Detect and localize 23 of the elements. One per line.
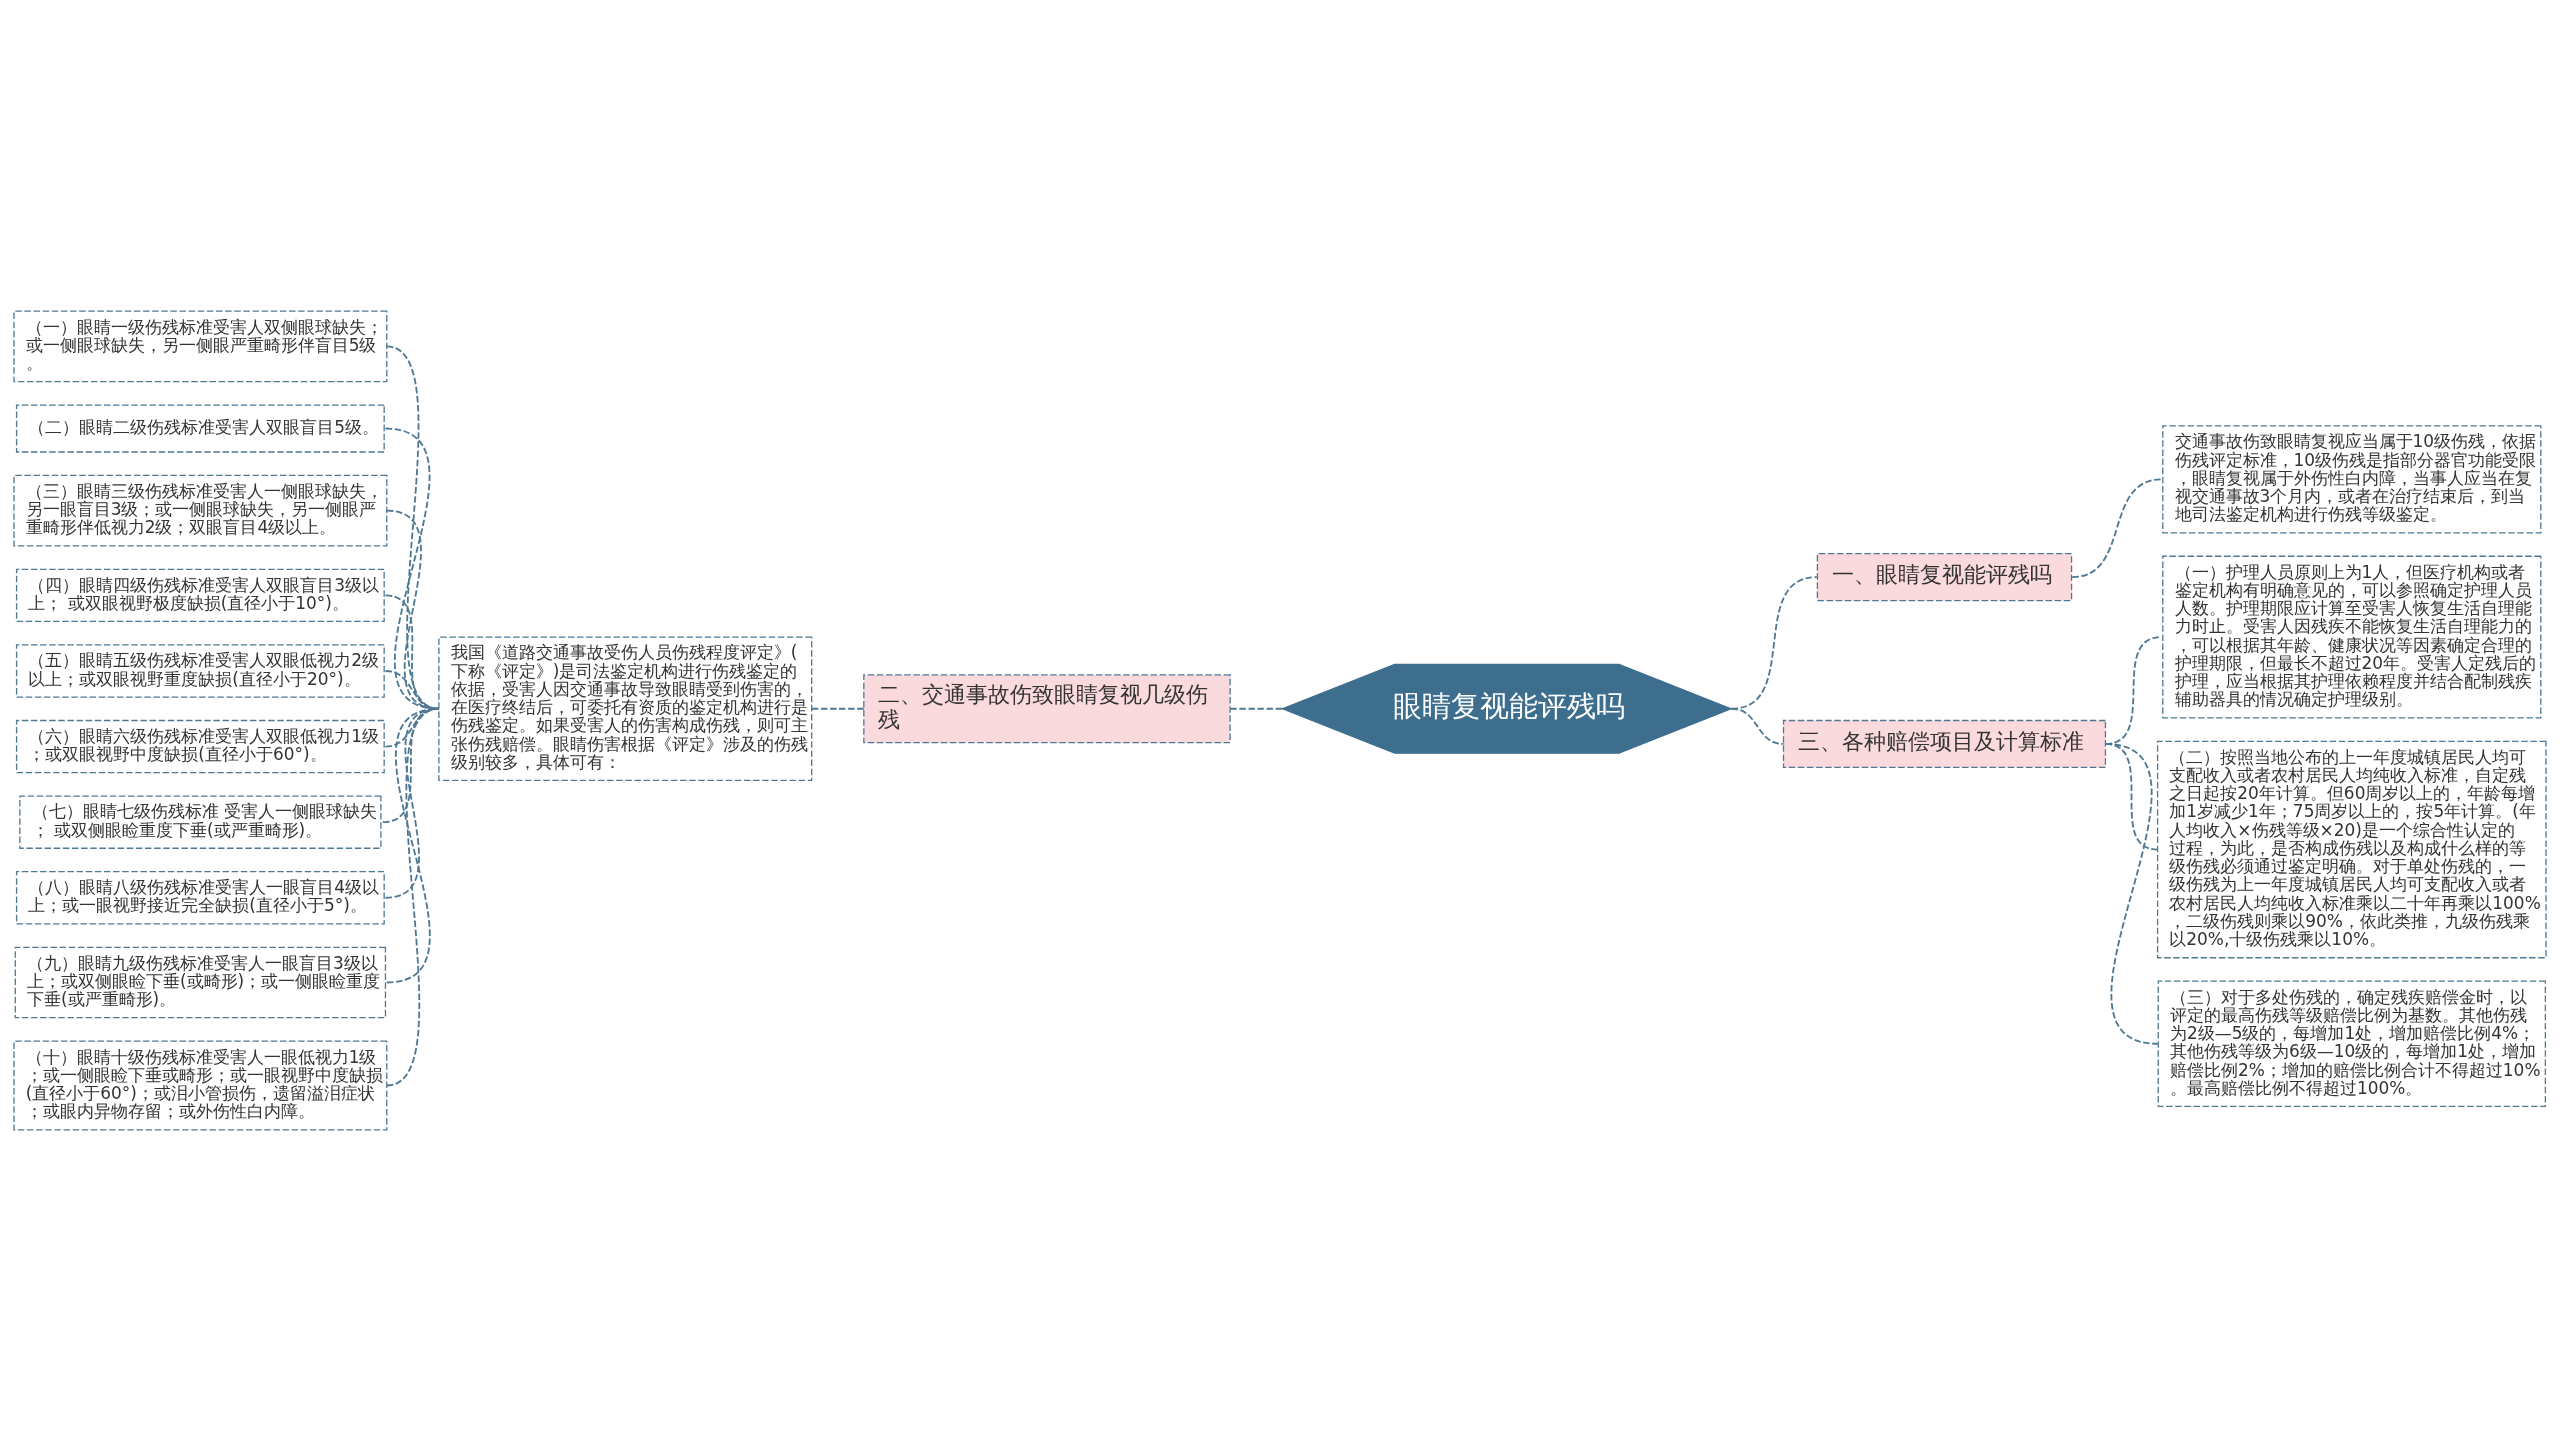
node-box: （四）眼睛四级伤残标准受害人双眼盲目3级以上； 或双眼视野极度缺损(直径小于10°)。 xyxy=(15,568,385,623)
node-box: 交通事故伤致眼睛复视应当属于10级伤残，依据伤残评定标准，10级伤残是指部分器官功能受限，眼睛复视属于外伤性白内障，当事人应当在复视交通事故3个月内，或者在治疗结束后，到当地司法鉴定机构进行伤残等级鉴定。 xyxy=(2162,425,2542,534)
node-box: （三）眼睛三级伤残标准受害人一侧眼球缺失，另一眼盲目3级；或一侧眼球缺失，另一侧眼严重畸形伴低视力2级；双眼盲目4级以上。 xyxy=(13,474,388,547)
node-box: （七）眼睛七级伤残标准 受害人一侧眼球缺失； 或双侧眼睑重度下垂(或严重畸形)。 xyxy=(19,795,382,849)
node-box: 一、眼睛复视能评残吗 xyxy=(1816,553,2073,602)
node-box: （五）眼睛五级伤残标准受害人双眼低视力2级以上；或双眼视野重度缺损(直径小于20°)。 xyxy=(15,644,385,698)
node-box: （一）眼睛一级伤残标准受害人双侧眼球缺失；或一侧眼球缺失，另一侧眼严重畸形伴盲目5级。 xyxy=(13,310,388,383)
node-box: （八）眼睛八级伤残标准受害人一眼盲目4级以上；或一眼视野接近完全缺损(直径小于5°)。 xyxy=(15,871,385,925)
connector xyxy=(1229,707,1284,710)
connector xyxy=(1730,707,1785,745)
node-box: （二）按照当地公布的上一年度城镇居民人均可支配收入或者农村居民人均纯收入标准，自定残之日起按20年计算。但60周岁以上的，年龄每增加1岁减少1年；75周岁以上的，按5年计算。(年人均收入×伤残等级×20)是一个综合性认定的过程，为此，是否构成伤残以及构成什么样的等级伤残必须通过鉴定明确。对于单处伤残的，一级伤残为上一年度城镇居民人均可支配收入或者农村居民人均纯收入标准乘以二十年再乘以100%，二级伤残则乘以90%，依此类推，九级伤残乘以20%,十级伤残乘以10%。 xyxy=(2156,740,2547,959)
node-box: （三）对于多处伤残的，确定残疾赔偿金时，以评定的最高伤残等级赔偿比例为基数。其他伤残为2级—5级的，每增加1处，增加赔偿比例4%；其他伤残等级为6级—10级的，每增加1处，增加赔偿比例2%；增加的赔偿比例合计不得超过10%。最高赔偿比例不得超过100%。 xyxy=(2157,980,2546,1107)
connector xyxy=(810,707,865,710)
node-box: （六）眼睛六级伤残标准受害人双眼低视力1级；或双眼视野中度缺损(直径小于60°)。 xyxy=(15,719,385,774)
node-box: （二）眼睛二级伤残标准受害人双眼盲目5级。 xyxy=(15,404,385,453)
node-box: 二、交通事故伤致眼睛复视几级伤残 xyxy=(863,674,1231,744)
connector xyxy=(2071,478,2163,579)
node-box: 三、各种赔偿项目及计算标准 xyxy=(1782,719,2107,769)
node-box: 我国《道路交通事故受伤人员伤残程度评定》(下称《评定》)是司法鉴定机构进行伤残鉴定的依据，受害人因交通事故导致眼睛受到伤害的，在医疗终结后，可委托有资质的鉴定机构进行是伤残鉴定。如果受害人的伤害构成伤残，则可主张伤残赔偿。眼睛伤害根据《评定》涉及的伤残级别较多，具体可有： xyxy=(438,636,813,782)
connector xyxy=(385,707,440,1087)
node-box: （十）眼睛十级伤残标准受害人一眼低视力1级；或一侧眼睑下垂或畸形；或一眼视野中度缺损(直径小于60°)；或泪小管损伤，遗留溢泪症状；或眼内异物存留；或外伤性白内障。 xyxy=(13,1040,388,1131)
node-box: （一）护理人员原则上为1人，但医疗机构或者鉴定机构有明确意见的，可以参照确定护理人员人数。护理期限应计算至受害人恢复生活自理能力时止。受害人因残疾不能恢复生活自理能力的，可以根据其年龄、健康状况等因素确定合理的护理期限，但最长不超过20年。受害人定残后的护理，应当根据其护理依赖程度并结合配制残疾辅助器具的情况确定护理级别。 xyxy=(2162,555,2542,719)
node-box: （九）眼睛九级伤残标准受害人一眼盲目3级以上；或双侧眼睑下垂(或畸形)；或一侧眼睑重度下垂(或严重畸形)。 xyxy=(14,946,387,1019)
